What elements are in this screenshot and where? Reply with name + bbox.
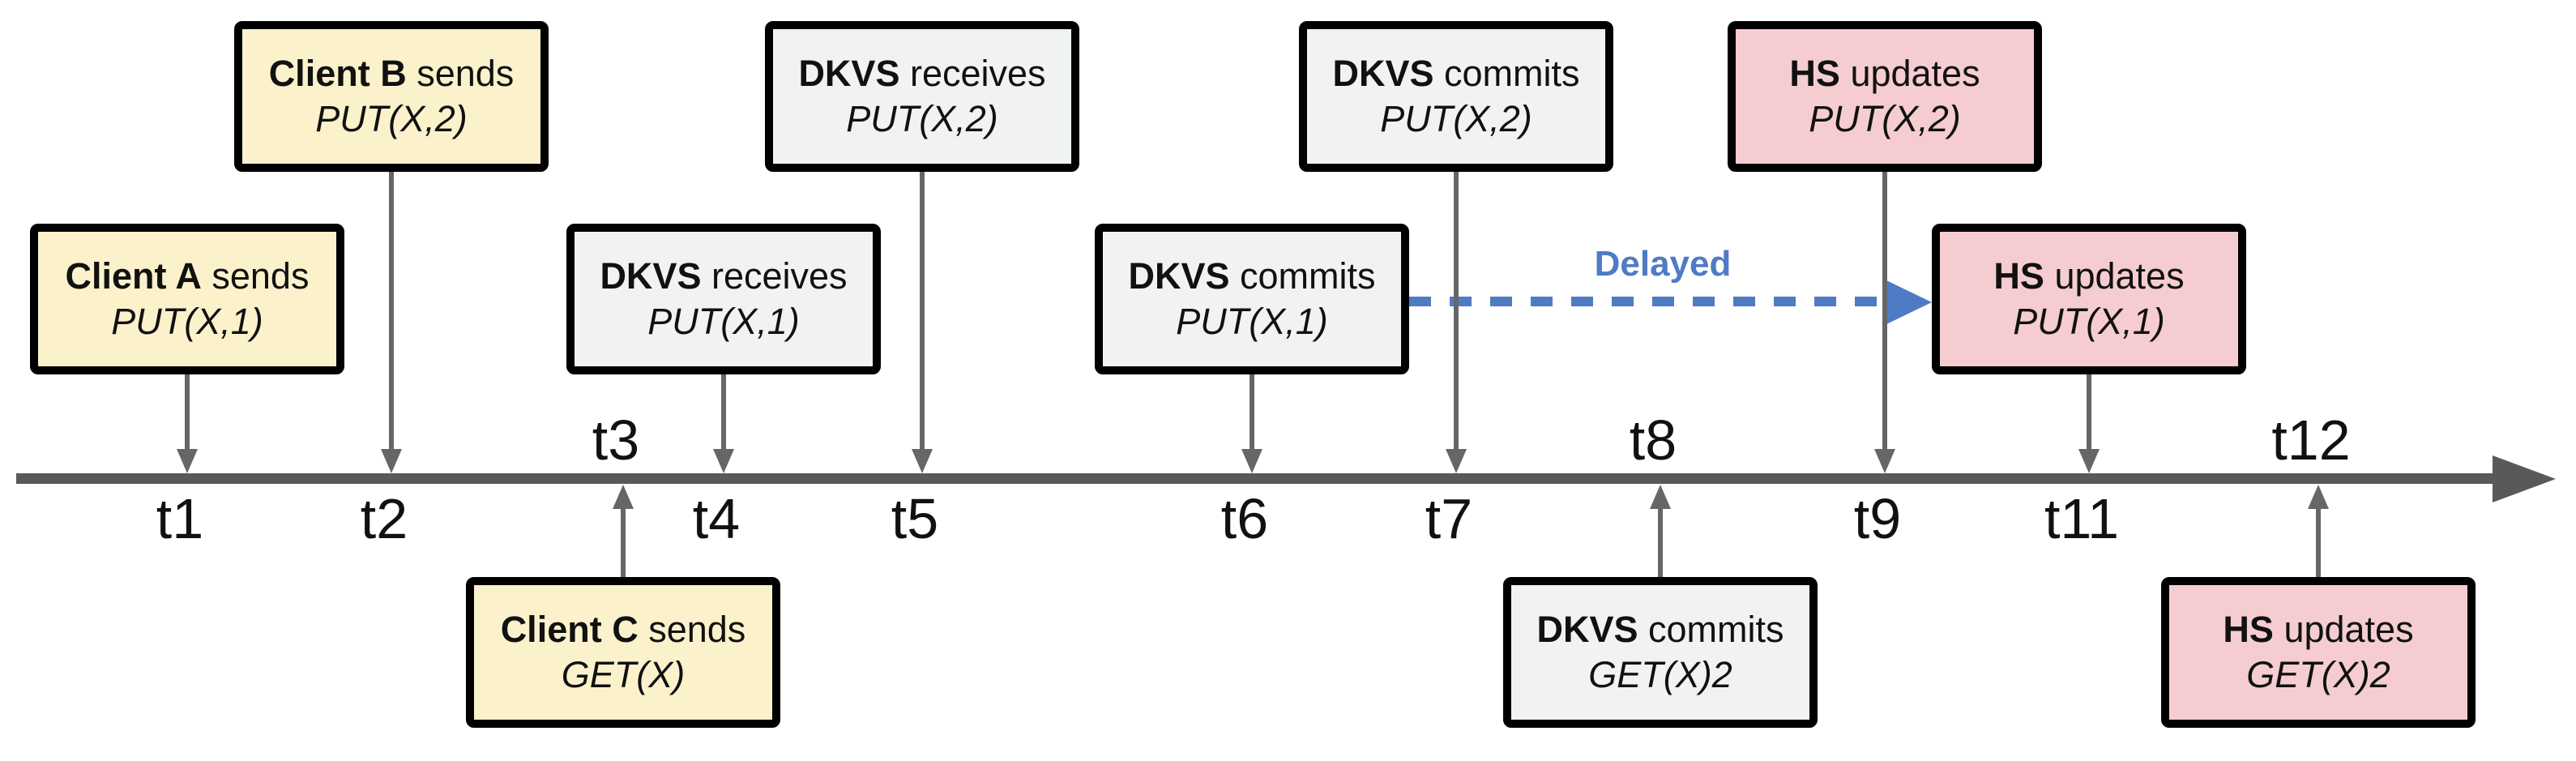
arrow-down-icon-t6 <box>1241 449 1262 473</box>
timeline-arrowhead-icon <box>2493 455 2556 502</box>
event-title: HS updates <box>1993 254 2184 299</box>
arrow-stem-t2 <box>389 172 394 449</box>
event-title: Client C sends <box>501 607 746 652</box>
event-actor: Client C <box>500 609 639 650</box>
event-verb: sends <box>201 255 310 297</box>
event-actor: DKVS <box>1332 53 1434 94</box>
event-operation: PUT(X,1) <box>111 301 263 342</box>
arrow-stem-t4 <box>721 374 726 449</box>
event-verb: updates <box>1839 53 1980 94</box>
arrow-down-icon-t5 <box>912 449 933 473</box>
event-operation: GET(X)2 <box>1588 654 1732 695</box>
delayed-label: Delayed <box>1594 244 1732 284</box>
arrow-stem-t12 <box>2316 509 2321 577</box>
event-title: DKVS receives <box>798 51 1045 96</box>
arrow-stem-t1 <box>185 374 190 449</box>
event-actor: Client B <box>268 53 407 94</box>
arrow-stem-t7 <box>1454 172 1459 449</box>
arrow-stem-t9 <box>1882 172 1887 449</box>
arrow-stem-t6 <box>1250 374 1254 449</box>
event-actor: HS <box>1993 255 2044 297</box>
tick-label-t5: t5 <box>891 487 939 550</box>
event-operation: PUT(X,2) <box>1809 98 1961 139</box>
event-title: DKVS commits <box>1332 51 1579 96</box>
event-actor: Client A <box>65 255 202 297</box>
event-verb: commits <box>1229 255 1376 297</box>
tick-label-t2: t2 <box>360 487 408 550</box>
arrow-down-icon-t4 <box>713 449 734 473</box>
arrow-stem-t11 <box>2087 374 2091 449</box>
event-verb: receives <box>701 255 848 297</box>
event-operation: PUT(X,2) <box>846 98 998 139</box>
event-title: DKVS receives <box>600 254 847 299</box>
event-operation: GET(X)2 <box>2246 654 2390 695</box>
arrow-down-icon-t7 <box>1446 449 1467 473</box>
arrow-down-icon-t11 <box>2078 449 2100 473</box>
event-title: HS updates <box>2223 607 2413 652</box>
delayed-dashed-arrow <box>1409 297 1885 306</box>
delayed-arrowhead-icon <box>1885 280 1932 325</box>
timeline-axis <box>16 473 2493 484</box>
event-actor: HS <box>1789 53 1840 94</box>
event-operation: GET(X) <box>561 654 686 695</box>
event-actor: HS <box>2223 609 2274 650</box>
tick-label-t8: t8 <box>1629 408 1677 472</box>
event-operation: PUT(X,2) <box>1380 98 1532 139</box>
event-actor: DKVS <box>1128 255 1230 297</box>
event-verb: receives <box>899 53 1046 94</box>
event-verb: commits <box>1638 609 1784 650</box>
arrow-down-icon-t9 <box>1874 449 1895 473</box>
event-verb: updates <box>2044 255 2185 297</box>
event-operation: PUT(X,1) <box>647 301 800 342</box>
event-title: DKVS commits <box>1536 607 1784 652</box>
tick-label-t6: t6 <box>1220 487 1269 550</box>
event-title: Client B sends <box>269 51 515 96</box>
event-operation: PUT(X,1) <box>1176 301 1328 342</box>
arrow-up-icon-t8 <box>1650 485 1671 509</box>
event-actor: DKVS <box>798 53 900 94</box>
tick-label-t1: t1 <box>156 487 204 550</box>
event-actor: DKVS <box>600 255 702 297</box>
tick-label-t11: t11 <box>2044 487 2120 550</box>
arrow-down-icon-t1 <box>177 449 198 473</box>
event-title: Client A sends <box>66 254 310 299</box>
arrow-stem-t8 <box>1658 509 1663 577</box>
event-actor: DKVS <box>1536 609 1638 650</box>
tick-label-t4: t4 <box>692 487 741 550</box>
event-verb: sends <box>638 609 746 650</box>
arrow-up-icon-t12 <box>2308 485 2329 509</box>
event-title: DKVS commits <box>1128 254 1375 299</box>
arrow-stem-t3 <box>621 509 626 577</box>
arrow-up-icon-t3 <box>613 485 634 509</box>
tick-label-t9: t9 <box>1853 487 1902 550</box>
event-operation: PUT(X,2) <box>315 98 468 139</box>
event-title: HS updates <box>1789 51 1980 96</box>
event-operation: PUT(X,1) <box>2013 301 2165 342</box>
event-verb: updates <box>2273 609 2414 650</box>
arrow-stem-t5 <box>920 172 925 449</box>
tick-label-t3: t3 <box>592 408 640 472</box>
tick-label-t7: t7 <box>1425 487 1473 550</box>
arrow-down-icon-t2 <box>381 449 402 473</box>
tick-label-t12: t12 <box>2271 408 2351 472</box>
event-verb: sends <box>406 53 515 94</box>
event-verb: commits <box>1433 53 1580 94</box>
